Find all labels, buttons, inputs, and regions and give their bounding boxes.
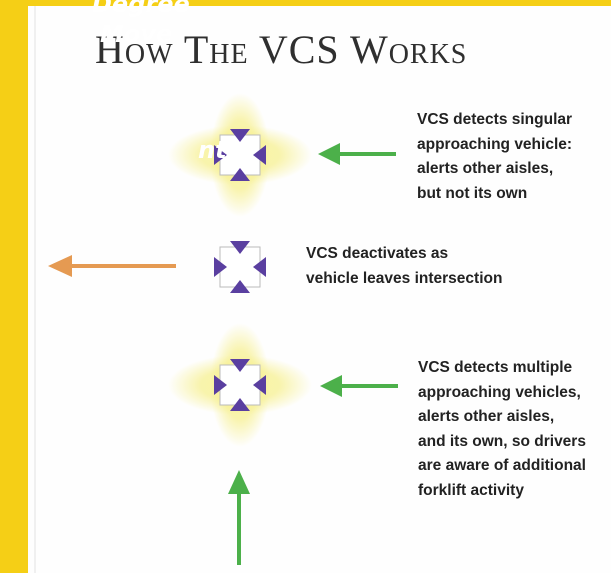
step-2-orange-arrow-left bbox=[48, 255, 176, 277]
step-2-vcs-device-icon bbox=[213, 240, 267, 294]
step-3-vcs-device-icon bbox=[213, 358, 267, 412]
step-2-caption-line: VCS deactivates as bbox=[306, 245, 449, 262]
step-3-caption: VCS detects multiple approaching vehicle… bbox=[418, 356, 586, 503]
diagram-title: How The VCS Works bbox=[95, 27, 468, 72]
step-3-caption-line: alerts other aisles, bbox=[418, 408, 555, 425]
step-2-caption-line: vehicle leaves intersection bbox=[306, 269, 503, 287]
overlay-text-2: Move bbox=[100, 20, 173, 48]
step-3-caption-line: and its own, so drivers bbox=[418, 432, 586, 450]
step-3-caption-line: approaching vehicles, bbox=[418, 383, 581, 401]
step-3-caption-line: are aware of additional bbox=[418, 457, 586, 474]
overlay-text-3: nt bbox=[198, 136, 227, 164]
step-3-green-arrow-left bbox=[320, 375, 398, 397]
step-1-caption-line: but not its own bbox=[417, 184, 528, 202]
frame-left-bar bbox=[0, 0, 28, 573]
step-1-caption: VCS detects singular approaching vehicle… bbox=[417, 108, 572, 206]
overlay-text-1: Degree bbox=[92, 0, 190, 18]
step-3-green-arrow-up bbox=[228, 470, 250, 565]
frame-divider bbox=[34, 6, 36, 573]
step-1-green-arrow-left bbox=[318, 143, 396, 165]
step-1-caption-line: approaching vehicle: bbox=[417, 135, 573, 153]
step-1-caption-line: VCS detects singular bbox=[417, 111, 573, 128]
step-2-caption: VCS deactivates as vehicle leaves inters… bbox=[306, 242, 502, 291]
step-3-caption-line: VCS detects multiple bbox=[418, 359, 573, 376]
step-1-caption-line: alerts other aisles, bbox=[417, 160, 554, 177]
frame-top-bar bbox=[0, 0, 611, 6]
step-3-caption-line: forklift activity bbox=[418, 481, 524, 499]
